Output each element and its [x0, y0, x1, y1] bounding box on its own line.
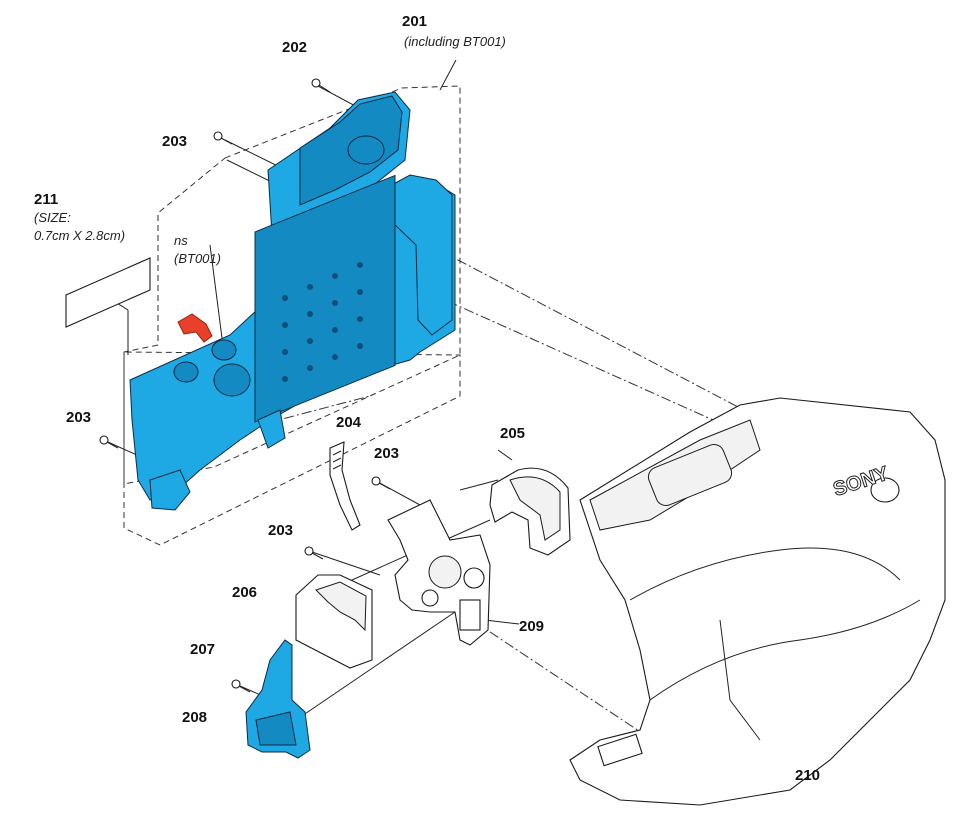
part-208-bracket [245, 639, 311, 759]
callout-211-note-2: 0.7cm X 2.8cm) [34, 228, 125, 243]
callout-208: 208 [182, 709, 207, 726]
callout-203-a: 203 [162, 133, 187, 150]
callout-206: 206 [232, 584, 257, 601]
screw-203-c [371, 476, 391, 490]
screw-203-a [213, 131, 233, 145]
part-211-label-sticker [65, 257, 151, 328]
battery-marker [177, 313, 213, 343]
callout-ns-note: (BT001) [174, 251, 221, 266]
group-outline-inner [123, 351, 461, 546]
callout-201-note: (including BT001) [404, 34, 506, 49]
callout-209: 209 [519, 618, 544, 635]
callout-207: 207 [190, 641, 215, 658]
callout-203-c: 203 [374, 445, 399, 462]
callout-210: 210 [795, 767, 820, 784]
callout-ns: ns [174, 233, 188, 248]
part-206-cover [295, 574, 373, 669]
callout-203-d: 203 [268, 522, 293, 539]
part-201-frame [129, 91, 456, 511]
part-209-hinge [387, 499, 491, 646]
callouts: 201 (including BT001) 202 203 211 (SIZE:… [34, 13, 820, 784]
callout-203-b: 203 [66, 409, 91, 426]
screw-203-b [99, 435, 119, 449]
callout-211: 211 [34, 191, 58, 208]
part-204-flex-cable [329, 441, 361, 531]
part-205-bracket [489, 467, 571, 556]
part-210-housing: SONY [569, 397, 946, 806]
callout-211-note: (SIZE: [34, 210, 71, 225]
callout-204: 204 [336, 414, 362, 431]
screw-202 [311, 78, 331, 93]
screw-207 [231, 679, 251, 693]
callout-202: 202 [282, 39, 307, 56]
screw-203-d [304, 546, 324, 560]
callout-205: 205 [500, 425, 525, 442]
callout-201: 201 [402, 13, 427, 30]
